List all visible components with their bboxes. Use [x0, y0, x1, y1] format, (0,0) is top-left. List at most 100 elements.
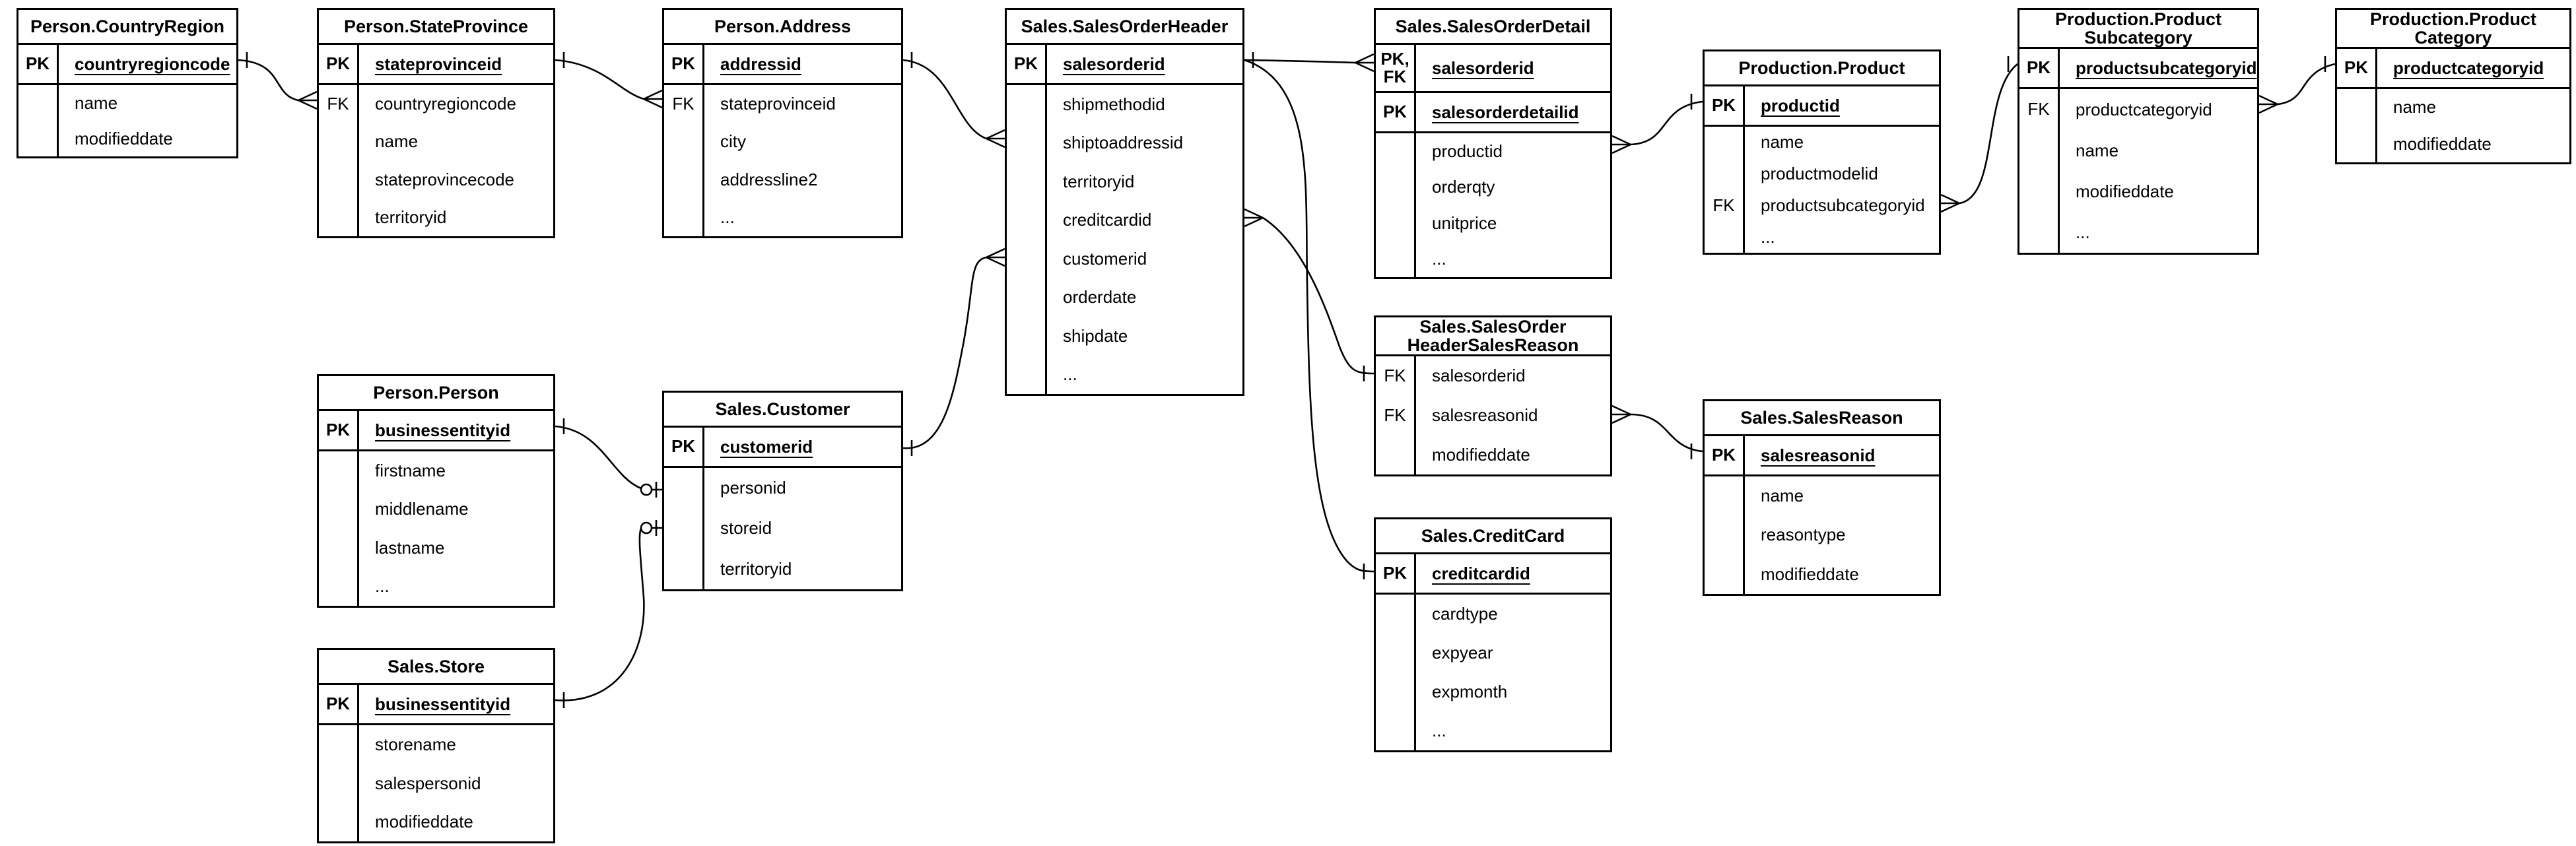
key-label: [1705, 127, 1743, 158]
rel-salesorderheadersalesreason-salesreason: [1611, 405, 1703, 459]
pk-attribute: salesreasonid: [1761, 445, 1876, 465]
key-label: [2337, 126, 2375, 163]
pk-attribute: salesorderid: [1432, 57, 1534, 78]
key-label: [1376, 133, 1414, 170]
rel-product-productsubcategory: [1940, 56, 2018, 213]
key-label: FK: [327, 93, 349, 114]
attribute: cardtype: [1414, 595, 1610, 634]
attribute: name: [357, 123, 553, 161]
attribute: name: [1743, 476, 1939, 516]
attribute: productid: [1414, 133, 1610, 170]
entity-sales-creditcard[interactable]: Sales.CreditCard PK creditcardid cardtyp…: [1374, 517, 1612, 752]
entity-sales-salesorderheader[interactable]: Sales.SalesOrderHeader PK salesorderid s…: [1005, 8, 1244, 396]
entity-person-stateprovince[interactable]: Person.StateProvince PK stateprovinceid …: [317, 8, 555, 238]
attribute: unitprice: [1414, 205, 1610, 242]
entity-sales-salesreason[interactable]: Sales.SalesReason PK salesreasonid name …: [1703, 399, 1941, 596]
attribute: middlename: [357, 490, 553, 529]
key-label: [2019, 212, 2058, 253]
entity-sales-store[interactable]: Sales.Store PK businessentityid storenam…: [317, 648, 555, 843]
pk-label: PK: [325, 420, 351, 440]
rel-salesorderheader-salesorderheadersalesreason: [1244, 208, 1374, 381]
pk-label: PK: [671, 53, 696, 74]
crowfoot-icon: [1940, 193, 1960, 213]
key-label: [319, 451, 357, 490]
attribute: city: [702, 123, 901, 161]
connector-line: [555, 425, 642, 490]
entity-production-productsubcategory[interactable]: Production.Product Subcategory PK produc…: [2017, 8, 2259, 255]
pk-label: PK: [1711, 95, 1736, 115]
entity-person-person[interactable]: Person.Person PK businessentityid firstn…: [317, 374, 555, 608]
pk-label: PK: [325, 694, 351, 714]
entity-production-productcategory[interactable]: Production.Product Category PK productca…: [2335, 8, 2571, 164]
pk-attribute: businessentityid: [375, 420, 511, 440]
key-label: [1705, 158, 1743, 190]
key-label: [319, 490, 357, 529]
connector-line: [238, 59, 299, 102]
pk-label: PK: [1382, 563, 1407, 583]
key-label: [319, 764, 357, 803]
connector-line: [902, 59, 987, 140]
entity-title: Sales.Customer: [664, 393, 901, 428]
key-label: [319, 568, 357, 606]
attribute: productsubcategoryid: [1743, 189, 1939, 222]
key-label: [18, 85, 57, 121]
entity-title: Production.Product: [1705, 51, 1939, 86]
key-label: FK: [2027, 99, 2050, 119]
key-label: [1376, 170, 1414, 206]
pk-label: PK: [1382, 102, 1407, 122]
key-label: [319, 199, 357, 236]
attribute: shipmethodid: [1045, 85, 1242, 124]
attribute: firstname: [357, 451, 553, 490]
entity-title: Sales.SalesOrderHeader: [1007, 10, 1242, 45]
key-label: [2337, 89, 2375, 126]
crowfoot-icon: [2258, 94, 2278, 114]
entity-sales-customer[interactable]: Sales.Customer PK customerid personid st…: [662, 391, 903, 591]
attribute: ...: [1414, 241, 1610, 277]
pk-fk-label: PK, FK: [1380, 48, 1409, 86]
entity-title: Person.Person: [319, 376, 553, 411]
key-label: [319, 161, 357, 199]
attribute: storeid: [702, 508, 901, 549]
entity-title: Person.StateProvince: [319, 10, 553, 45]
pk-attribute: productcategoryid: [2393, 57, 2544, 78]
attribute: ...: [2058, 212, 2257, 253]
attribute: territoryid: [1045, 162, 1242, 201]
attribute: orderqty: [1414, 169, 1610, 205]
crowfoot-icon: [986, 129, 1005, 148]
rel-countryregion-stateprovince: [238, 52, 318, 110]
key-label: [1376, 595, 1414, 634]
entity-sales-salesorderdetail[interactable]: Sales.SalesOrderDetail PK, FK salesorder…: [1374, 8, 1612, 279]
attribute: ...: [1414, 711, 1610, 750]
pk-attribute: creditcardid: [1432, 563, 1530, 583]
attribute: salesorderid: [1414, 356, 1610, 396]
attribute: modifieddate: [2375, 125, 2569, 162]
entity-person-countryregion[interactable]: Person.CountryRegion PK countryregioncod…: [17, 8, 238, 158]
attribute: personid: [702, 468, 901, 509]
key-label: [1376, 242, 1414, 278]
connector-line: [1630, 413, 1703, 453]
rel-customer-salesorderheader: [902, 247, 1005, 456]
pk-attribute: productsubcategoryid: [2076, 57, 2257, 78]
attribute: modifieddate: [57, 121, 236, 156]
attribute: productcategoryid: [2058, 89, 2257, 130]
attribute: name: [2375, 89, 2569, 126]
key-label: [1376, 711, 1414, 750]
pk-attribute: customerid: [720, 436, 813, 457]
key-label: [664, 199, 702, 236]
attribute: modifieddate: [1414, 435, 1610, 475]
key-label: [319, 123, 357, 160]
entity-production-product[interactable]: Production.Product PK productid name pro…: [1703, 49, 1941, 255]
attribute: ...: [1045, 355, 1242, 394]
zero-circle-icon: [640, 521, 653, 535]
attribute: modifieddate: [357, 802, 553, 842]
connector-line: [555, 59, 644, 100]
entity-title: Sales.CreditCard: [1376, 519, 1610, 554]
connector-line: [1244, 59, 1356, 64]
key-label: [664, 508, 702, 548]
pk-attribute: addressid: [720, 53, 801, 74]
connector-line: [2277, 63, 2336, 106]
connector-line: [1630, 100, 1703, 146]
